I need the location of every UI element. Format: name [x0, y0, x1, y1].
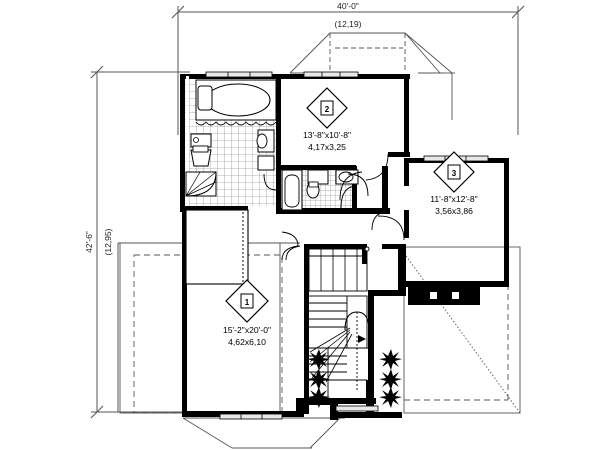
door-swings [263, 153, 405, 261]
stair-landing [327, 347, 371, 401]
overall-depth-imperial: 42'-6" [84, 231, 94, 253]
room-number: 2 [325, 105, 330, 114]
room-size-metric: 3,56x3,86 [435, 206, 473, 216]
bedroom3-door [371, 211, 389, 231]
dimension-labels: 40'-0" (12,19) 42'-6" (12,95) [84, 1, 362, 255]
room-tag-2: 2 [306, 87, 348, 129]
room-size-imperial: 15'-2"x20'-0" [223, 325, 271, 335]
room-size-metric: 4,62x6,10 [228, 337, 266, 347]
dormer-roof [289, 32, 455, 120]
planters [307, 349, 402, 408]
room-number: 1 [245, 298, 250, 307]
bedroom1-door [285, 245, 301, 261]
stair-direction-arrow [358, 335, 366, 343]
overall-width-imperial: 40'-0" [337, 1, 359, 11]
room-size-imperial: 11'-8"x12'-8" [430, 194, 477, 204]
winder-tread-lines [309, 327, 353, 383]
bedroom2-door [347, 173, 369, 197]
room-size-imperial: 13'-8"x10'-8" [303, 130, 351, 140]
planter-icon [307, 349, 330, 408]
overall-depth-metric: (12,95) [103, 228, 113, 255]
room-size-metric: 4,17x3,25 [308, 142, 346, 152]
room-number: 3 [452, 169, 457, 178]
bedroom2-swing [365, 153, 389, 181]
bathroom2-fixtures [281, 169, 359, 211]
room-tag-3: 3 [433, 151, 475, 193]
overall-width-metric: (12,19) [335, 19, 362, 29]
planter-icon [379, 349, 402, 408]
bedroom3-swing [377, 215, 405, 241]
master-bathroom-fixtures [185, 79, 277, 197]
interior-partitions [185, 76, 249, 285]
oval-bathtub-icon [205, 83, 271, 117]
bath2-door-swing [340, 185, 358, 209]
room-tag-1: 1 [225, 279, 269, 323]
